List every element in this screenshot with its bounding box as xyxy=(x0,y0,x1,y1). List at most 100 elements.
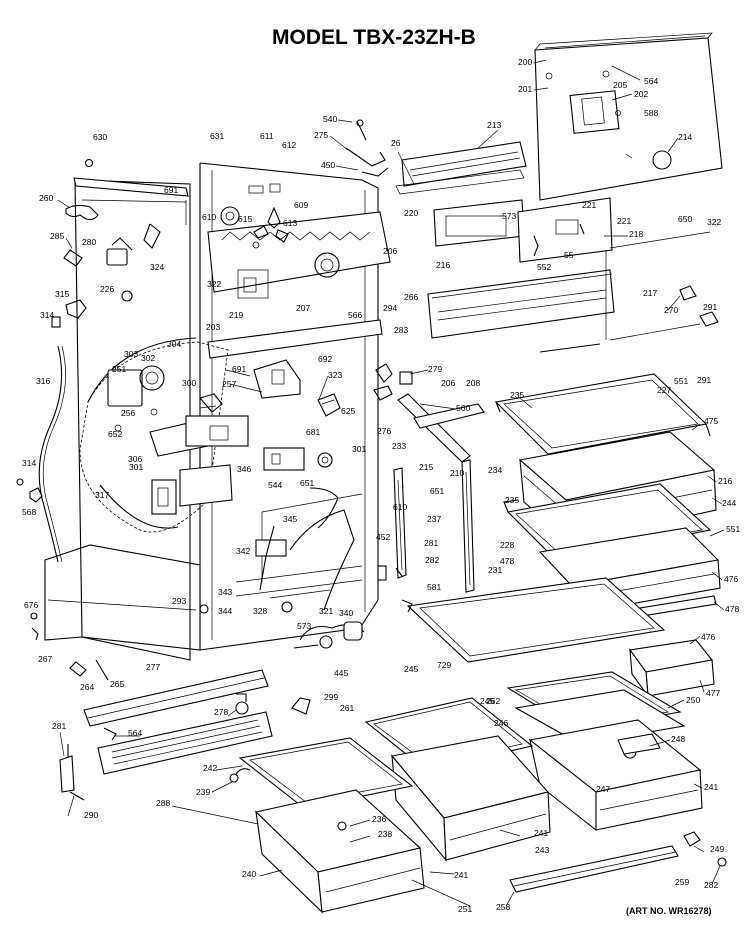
part-label: 615 xyxy=(238,214,252,224)
part-label: 26 xyxy=(391,138,401,148)
shelf-227 xyxy=(494,373,711,467)
part-label: 276 xyxy=(377,426,391,436)
part-label: 241 xyxy=(704,782,718,792)
part-label: 236 xyxy=(372,814,386,824)
crisper-cover-frame xyxy=(427,269,615,353)
part-label: 245 xyxy=(404,664,418,674)
part-label: 251 xyxy=(112,364,126,374)
part-label: 238 xyxy=(378,829,392,839)
part-label: 475 xyxy=(704,416,718,426)
part-label: 279 xyxy=(428,364,442,374)
part-label: 568 xyxy=(22,507,36,517)
part-label: 237 xyxy=(427,514,441,524)
wire-harness xyxy=(255,487,365,649)
part-label: 345 xyxy=(283,514,297,524)
part-label: 244 xyxy=(722,498,736,508)
part-label: 344 xyxy=(218,606,232,616)
part-label: 259 xyxy=(675,877,689,887)
part-label: 612 xyxy=(282,140,296,150)
part-label: 625 xyxy=(341,406,355,416)
part-label: 300 xyxy=(182,378,196,388)
part-label: 264 xyxy=(80,682,94,692)
upper-slide-bracket xyxy=(433,197,613,263)
part-label: 280 xyxy=(82,237,96,247)
part-label: 291 xyxy=(703,302,717,312)
control-enclosure xyxy=(79,337,249,533)
part-label: 450 xyxy=(321,160,335,170)
part-label: 235 xyxy=(505,495,519,505)
part-label: 691 xyxy=(164,185,178,195)
part-label: 610 xyxy=(202,212,216,222)
part-label: 240 xyxy=(242,869,256,879)
part-label: 290 xyxy=(84,810,98,820)
part-label: 291 xyxy=(697,375,711,385)
part-label: 267 xyxy=(38,654,52,664)
part-label: 266 xyxy=(404,292,418,302)
part-label: 564 xyxy=(644,76,658,86)
part-label: 560 xyxy=(456,403,470,413)
part-label: 249 xyxy=(710,844,724,854)
part-label: 281 xyxy=(52,721,66,731)
part-label: 342 xyxy=(236,546,250,556)
part-label: 346 xyxy=(237,464,251,474)
part-label: 477 xyxy=(706,688,720,698)
part-label: 650 xyxy=(678,214,692,224)
part-label: 281 xyxy=(424,538,438,548)
part-label: 214 xyxy=(678,132,692,142)
part-label: 328 xyxy=(253,606,267,616)
part-label: 301 xyxy=(352,444,366,454)
part-label: 478 xyxy=(500,556,514,566)
part-label: 304 xyxy=(167,339,181,349)
part-label: 231 xyxy=(488,565,502,575)
part-label: 220 xyxy=(404,208,418,218)
part-label: 208 xyxy=(466,378,480,388)
part-label: 228 xyxy=(500,540,514,550)
part-label: 630 xyxy=(93,132,107,142)
part-label: 213 xyxy=(487,120,501,130)
shelf-ladder-tracks xyxy=(377,459,475,593)
part-label: 613 xyxy=(283,218,297,228)
part-label: 278 xyxy=(214,707,228,717)
part-label: 299 xyxy=(324,692,338,702)
part-label: 245 xyxy=(480,696,494,706)
part-label: 573 xyxy=(502,211,516,221)
center-brackets xyxy=(253,359,341,417)
part-label: 203 xyxy=(206,322,220,332)
part-label: 476 xyxy=(724,574,738,584)
part-callouts: 200 201 205 202 564 588 214 650 322 213 … xyxy=(22,57,740,914)
part-label: 691 xyxy=(232,364,246,374)
part-label: 234 xyxy=(488,465,502,475)
part-label: 301 xyxy=(129,462,143,472)
meat-pan-slide xyxy=(373,363,485,463)
part-label: 235 xyxy=(510,390,524,400)
grommet-293 xyxy=(199,604,209,614)
part-label: 242 xyxy=(203,763,217,773)
part-label: 282 xyxy=(704,880,718,890)
part-label: 247 xyxy=(596,784,610,794)
part-label: 452 xyxy=(376,532,390,542)
part-label: 201 xyxy=(518,84,532,94)
bottom-rail xyxy=(509,831,727,893)
part-label: 288 xyxy=(156,798,170,808)
part-label: 729 xyxy=(437,660,451,670)
cabinet-liner xyxy=(199,162,391,651)
left-side-panel xyxy=(44,179,201,661)
part-label: 324 xyxy=(150,262,164,272)
part-label: 246 xyxy=(494,718,508,728)
part-label: 262 xyxy=(486,696,500,706)
part-label: 221 xyxy=(582,200,596,210)
part-label: 551 xyxy=(674,376,688,386)
crisper-pan-left xyxy=(229,737,425,914)
part-label: 322 xyxy=(207,279,221,289)
part-label: 317 xyxy=(95,490,109,500)
part-label: 270 xyxy=(664,305,678,315)
part-label: 202 xyxy=(634,89,648,99)
dairy-compartment xyxy=(629,639,715,698)
hinge-hardware xyxy=(51,204,161,328)
part-label: 303 xyxy=(124,349,138,359)
fan-motor-assembly xyxy=(220,183,289,249)
part-label: 206 xyxy=(441,378,455,388)
part-label: 573 xyxy=(297,621,311,631)
part-label: 651 xyxy=(430,486,444,496)
